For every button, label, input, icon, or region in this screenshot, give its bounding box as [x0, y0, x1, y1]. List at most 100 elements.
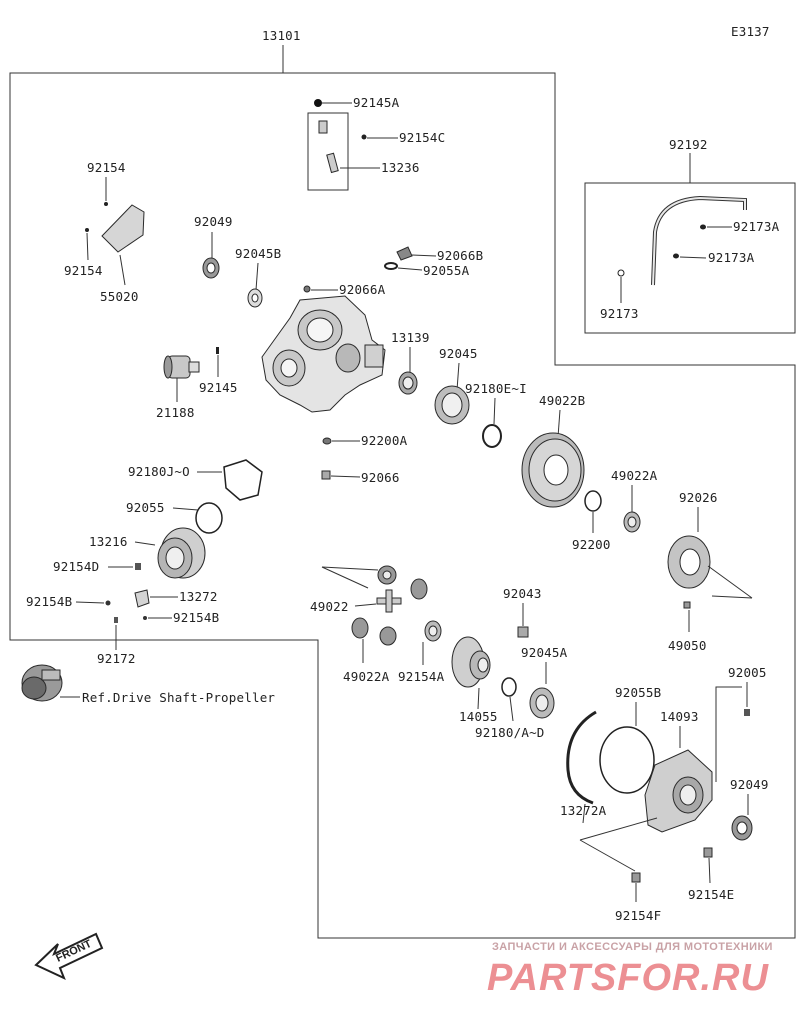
- pinion-gear-right: [410, 578, 428, 600]
- washer-92200A: [322, 437, 332, 445]
- watermark-logo: PARTSFOR.RU: [487, 957, 769, 999]
- part-label-13272A: 13272A: [560, 803, 607, 818]
- part-label-55020: 55020: [100, 289, 139, 304]
- part-label-49022A-a: 49022A: [611, 468, 658, 483]
- part-label-92045: 92045: [439, 346, 478, 361]
- plug-92066B: [396, 246, 413, 261]
- part-label-92172: 92172: [97, 651, 136, 666]
- pinion-gear-bottom: [379, 626, 397, 646]
- cover-55020: [101, 204, 145, 253]
- oring-92055: [195, 502, 223, 534]
- part-label-92180E-I: 92180E~I: [465, 381, 527, 396]
- part-label-92145: 92145: [199, 380, 238, 395]
- part-label-92145A: 92145A: [353, 95, 400, 110]
- part-label-92045A: 92045A: [521, 645, 568, 660]
- case-14055: [451, 636, 491, 688]
- part-label-92173A-2: 92173A: [708, 250, 755, 265]
- oring-92055B: [599, 726, 655, 794]
- part-label-92200A: 92200A: [361, 433, 408, 448]
- part-label-13139: 13139: [391, 330, 430, 345]
- part-label-14093: 14093: [660, 709, 699, 724]
- lever-group-box: [307, 112, 349, 191]
- shim-92180J-O: [223, 459, 263, 501]
- part-label-21188: 21188: [156, 405, 195, 420]
- part-label-92180-A-D: 92180/A~D: [475, 725, 545, 740]
- part-label-92043: 49050: [668, 638, 707, 653]
- part-label-92066: 92066: [361, 470, 400, 485]
- fitting-92005: [744, 709, 750, 716]
- cover-14093: [644, 749, 713, 833]
- part-label-14055: 14055: [459, 709, 498, 724]
- part-label-92005: 92005: [728, 665, 767, 680]
- pinion-gear-top: [377, 565, 397, 585]
- oring-92055A: [384, 262, 398, 270]
- bolt-92154F: [631, 872, 641, 883]
- part-label-92026: 92026: [679, 490, 718, 505]
- diagram-code: E3137: [731, 24, 770, 39]
- part-label-49050: 49022: [310, 599, 349, 614]
- part-label-92180J-O: 92180J~O: [128, 464, 190, 479]
- drive-shaft-reference-thumbnail: [21, 664, 63, 702]
- shim-92180E-I: [482, 424, 502, 448]
- clamp-c: [617, 269, 625, 277]
- front-direction-arrow: FRONT: [34, 932, 104, 980]
- cap-92145A: [314, 99, 322, 107]
- plug-92066A: [303, 285, 311, 293]
- ring-gear-49022B: [521, 432, 585, 508]
- part-label-92049-b: 92049: [730, 777, 769, 792]
- part-label-13272: 13272: [179, 589, 218, 604]
- part-label-13216: 13216: [89, 534, 128, 549]
- breather-hose: [651, 195, 747, 286]
- spacer-92026: [667, 535, 711, 589]
- part-label-92055B: 92055B: [615, 685, 661, 700]
- part-label-92173: 92173: [600, 306, 639, 321]
- part-label-92055A: 92055A: [423, 263, 470, 278]
- clamp-a: [700, 224, 706, 230]
- bolt-92154B-a: [105, 600, 111, 606]
- plug-92066: [321, 470, 331, 480]
- gasket-13272A: [566, 710, 597, 805]
- side-gear-49022: [351, 617, 369, 639]
- part-label-49022: 49022A: [343, 669, 390, 684]
- pin-92172: [114, 617, 118, 623]
- cross-shaft-49050: [376, 589, 402, 613]
- part-label-92200: 92200: [572, 537, 611, 552]
- sensor-21188: [163, 355, 200, 379]
- part-label-49022B: 49022B: [539, 393, 585, 408]
- bolt-92154B-b: [143, 616, 147, 620]
- part-label-92154D: 92154D: [53, 559, 99, 574]
- housing-13216: [157, 527, 206, 579]
- assembly-boundary: [9, 45, 796, 939]
- watermark-subtitle: ЗАПЧАСТИ И АКСЕССУАРЫ ДЛЯ МОТОТЕХНИКИ: [492, 941, 773, 953]
- part-label-92192: 92192: [669, 137, 708, 152]
- part-label-92173A: 92173A: [733, 219, 780, 234]
- lever-13236: [318, 120, 339, 174]
- part-label-92154-b: 92154: [64, 263, 103, 278]
- part-label-92045B: 92045B: [235, 246, 281, 261]
- part-label-92154B-b: 92154B: [173, 610, 219, 625]
- part-label-92154B-a: 92154B: [26, 594, 72, 609]
- part-label-92055: 92055: [126, 500, 165, 515]
- bolt-92154C: [361, 134, 367, 140]
- assembly-number: 13101: [262, 28, 301, 43]
- clamp-b: [673, 253, 679, 259]
- shim-92180-A-D: [501, 677, 517, 697]
- pin-92145: [216, 347, 219, 354]
- bolt-92154A: [517, 626, 529, 638]
- part-label-92154E: 92154E: [688, 887, 734, 902]
- part-label-92154C: 92154C: [399, 130, 445, 145]
- part-label-92066A: 92066A: [339, 282, 386, 297]
- reference-label: Ref.Drive Shaft-Propeller: [82, 690, 275, 705]
- part-label-92066B: 92066B: [437, 248, 483, 263]
- washer-92200: [584, 490, 602, 512]
- part-label-49022A-b: 92154A: [398, 669, 445, 684]
- bolt-92154E: [703, 847, 713, 858]
- gear-case-housing: [261, 295, 386, 413]
- part-label-92154F: 92154F: [615, 908, 661, 923]
- part-label-92049: 92049: [194, 214, 233, 229]
- pin-92043: [683, 601, 691, 609]
- bracket-13272: [134, 589, 150, 608]
- part-label-92154A: 92043: [503, 586, 542, 601]
